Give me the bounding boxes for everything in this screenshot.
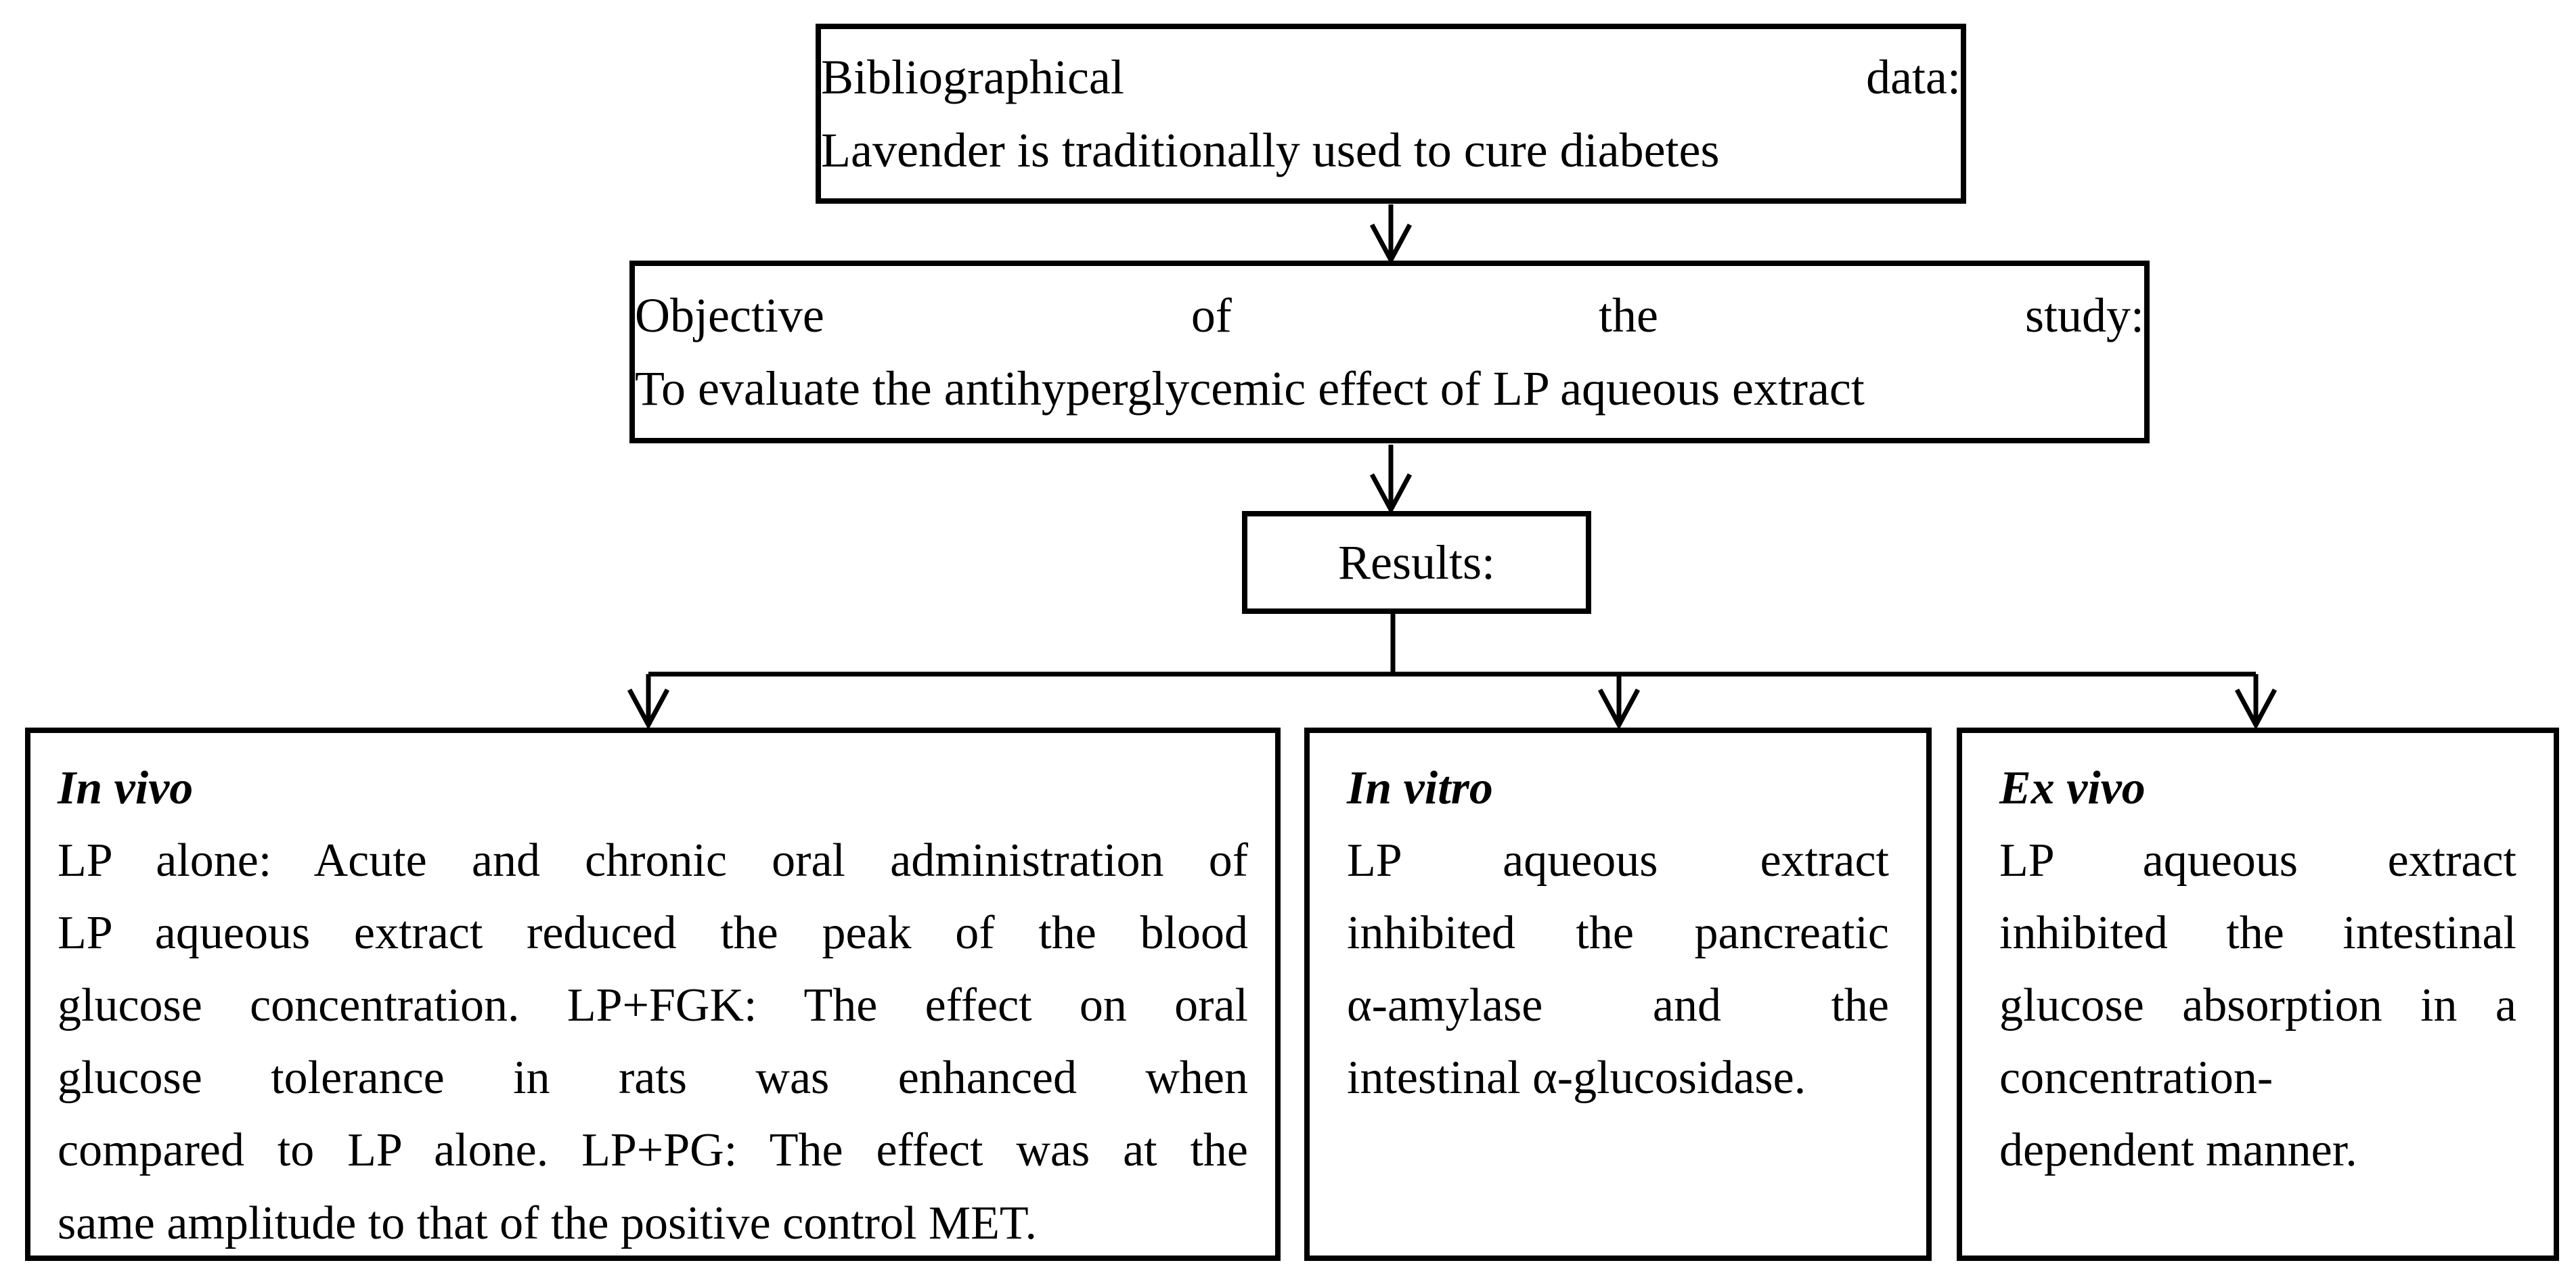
text-line: glucose absorption in a bbox=[1999, 979, 2516, 1032]
text-line: α-amylase and the bbox=[1347, 979, 1889, 1032]
results-label: Results: bbox=[1337, 535, 1496, 590]
arrow-to-in-vivo bbox=[627, 674, 670, 730]
text-line: dependent manner. bbox=[1999, 1124, 2357, 1177]
text-line: inhibited the intestinal bbox=[1999, 907, 2516, 960]
node-bibliographical-data: Bibliographical data: Lavender is traditi… bbox=[816, 24, 1966, 204]
text-line: intestinal α-glucosidase. bbox=[1347, 1052, 1806, 1105]
in-vitro-body: LP aqueous extract inhibited the pancreat… bbox=[1347, 824, 1889, 1114]
text-line: compared to LP alone. LP+PG: The effect … bbox=[58, 1124, 1248, 1177]
arrow-to-ex-vivo bbox=[2234, 674, 2278, 730]
text-line: LP alone: Acute and chronic oral adminis… bbox=[58, 835, 1248, 887]
text-line: To evaluate the antihyperglycemic effect… bbox=[635, 361, 1865, 416]
text-line: Bibliographical data: bbox=[821, 50, 1961, 104]
node-ex-vivo: Ex vivo LP aqueous extract inhibited the … bbox=[1957, 728, 2559, 1261]
arrow-to-in-vitro bbox=[1597, 674, 1641, 730]
text-line: glucose tolerance in rats was enhanced w… bbox=[58, 1052, 1248, 1105]
text-line: glucose concentration. LP+FGK: The effec… bbox=[58, 979, 1248, 1032]
text-line: LP aqueous extract bbox=[1347, 835, 1889, 887]
text-line: same amplitude to that of the positive c… bbox=[58, 1197, 1037, 1249]
arrow-objective-to-results bbox=[1369, 445, 1413, 515]
text-line: Lavender is traditionally used to cure d… bbox=[821, 123, 1720, 177]
node-objective: Objective of the study: To evaluate the a… bbox=[629, 261, 2150, 443]
in-vitro-heading: In vitro bbox=[1347, 762, 1493, 814]
text-line: concentration- bbox=[1999, 1052, 2273, 1105]
node-in-vitro: In vitro LP aqueous extract inhibited the… bbox=[1304, 728, 1932, 1261]
node-in-vivo: In vivo LP alone: Acute and chronic oral… bbox=[25, 728, 1281, 1261]
text-line: LP aqueous extract bbox=[1999, 835, 2516, 887]
in-vivo-heading: In vivo bbox=[58, 762, 194, 814]
text-line: inhibited the pancreatic bbox=[1347, 907, 1889, 960]
text-line: Objective of the study: bbox=[635, 288, 2144, 342]
node-results: Results: bbox=[1242, 511, 1591, 614]
arrow-biblio-to-objective bbox=[1369, 204, 1413, 265]
ex-vivo-body: LP aqueous extract inhibited the intestin… bbox=[1999, 824, 2516, 1186]
ex-vivo-heading: Ex vivo bbox=[1999, 762, 2146, 814]
branch-connector bbox=[648, 614, 2256, 677]
in-vivo-body: LP alone: Acute and chronic oral adminis… bbox=[58, 824, 1248, 1260]
text-line: LP aqueous extract reduced the peak of t… bbox=[58, 907, 1248, 960]
